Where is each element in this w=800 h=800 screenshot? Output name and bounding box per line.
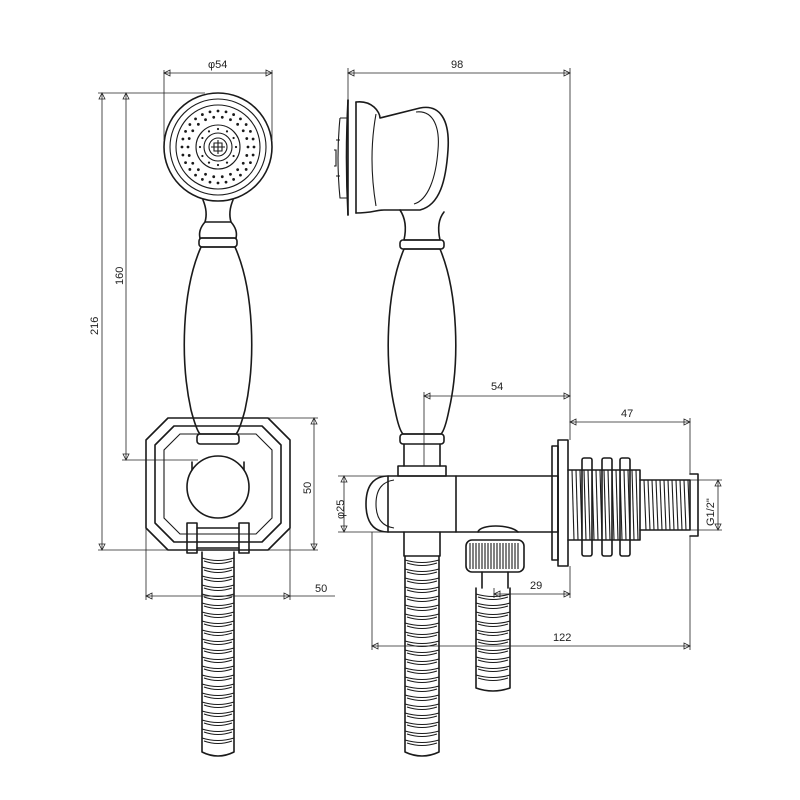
head-diameter-label: φ54 [208, 59, 227, 71]
valve-body [365, 465, 559, 589]
front-view: φ54 216 160 50 50 [89, 59, 335, 757]
handle-height-label: 160 [114, 267, 126, 285]
wall-bracket-front [145, 417, 291, 554]
shower-head-side [334, 99, 450, 250]
total-depth-label: 122 [553, 632, 571, 644]
thread-g12 [571, 469, 691, 541]
spray-holes [180, 109, 256, 185]
side-view: 98 54 47 φ25 G1/2" 29 122 [334, 59, 722, 757]
handle-front [183, 246, 253, 445]
thread-size-label: G1/2" [705, 498, 717, 526]
wall-connection [551, 439, 699, 567]
front-dimensions: φ54 216 160 50 50 [89, 59, 335, 600]
elbow-offset-label: 29 [530, 580, 542, 592]
side-depth-label: 98 [451, 59, 463, 71]
overall-height-label: 216 [89, 317, 101, 335]
knurled-nut [469, 543, 519, 569]
hose-front [201, 551, 235, 757]
handle-side [387, 248, 457, 467]
hose-side [404, 555, 511, 757]
side-dimensions: 98 54 47 φ25 G1/2" 29 122 [335, 59, 722, 650]
bracket-width-label: 50 [315, 583, 327, 595]
inlet-diameter-label: φ25 [335, 500, 347, 519]
outlet-offset-label: 54 [491, 381, 503, 393]
thread-length-label: 47 [621, 408, 633, 420]
bracket-height-label: 50 [302, 482, 314, 494]
shower-head-front [163, 92, 273, 248]
